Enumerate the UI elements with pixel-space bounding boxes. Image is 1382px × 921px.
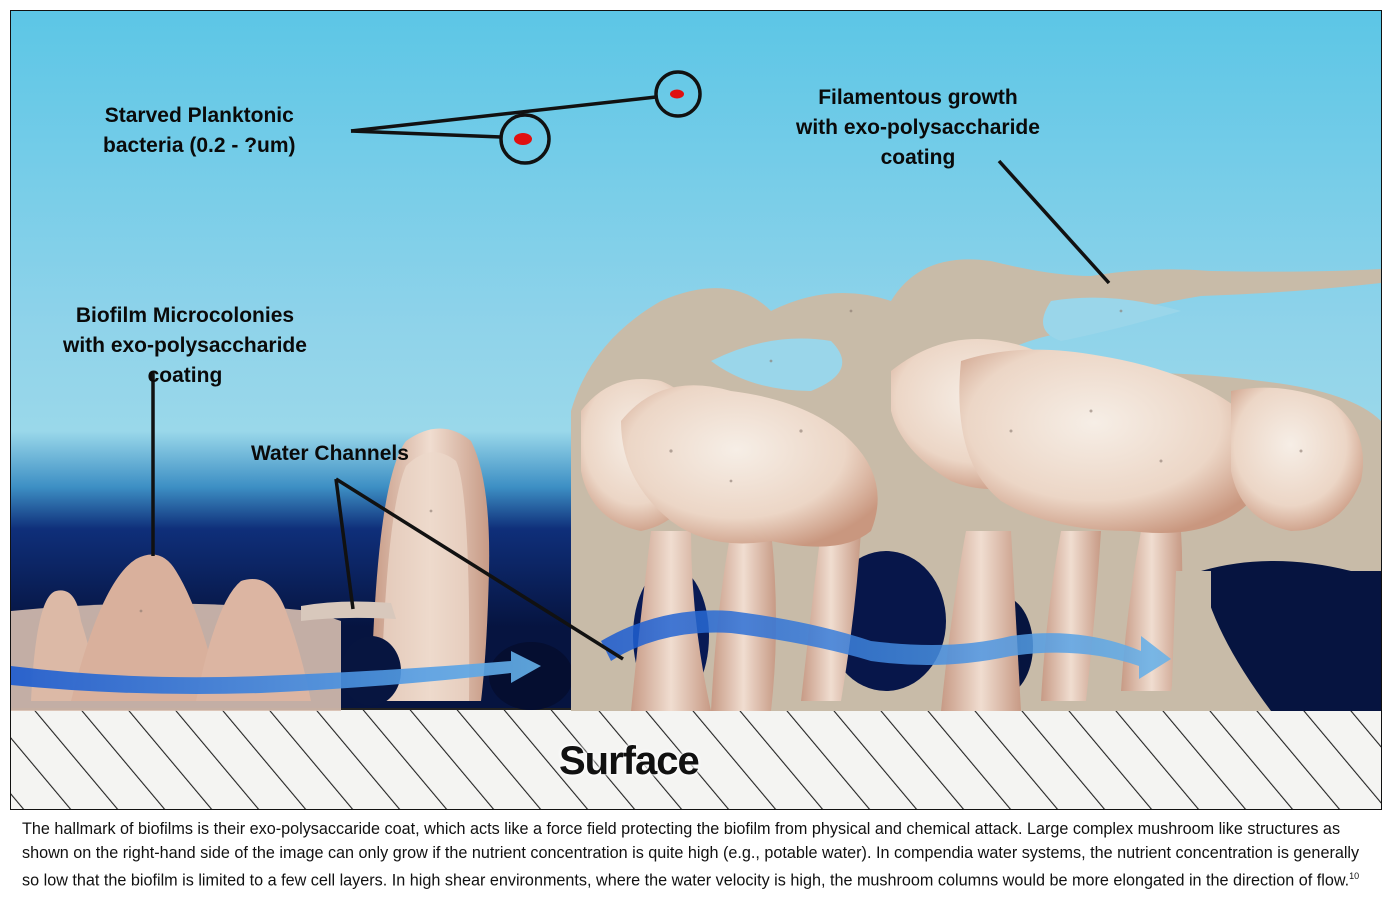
caption-footnote: 10 (1349, 871, 1359, 881)
caption-text: The hallmark of biofilms is their exo-po… (22, 820, 1359, 889)
biofilm-diagram: Starved Planktonic bacteria (0.2 - ?um) … (10, 10, 1382, 810)
figure-caption: The hallmark of biofilms is their exo-po… (22, 818, 1362, 893)
label-line: bacteria (0.2 - ?um) (103, 131, 296, 161)
label-line: Starved Planktonic (103, 101, 296, 131)
label-planktonic-bacteria: Starved Planktonic bacteria (0.2 - ?um) (103, 101, 296, 161)
label-line: Biofilm Microcolonies (63, 301, 307, 331)
label-line: with exo-polysaccharide (796, 113, 1040, 143)
label-line: Water Channels (251, 439, 409, 469)
label-water-channels: Water Channels (251, 439, 409, 469)
label-line: with exo-polysaccharide (63, 331, 307, 361)
label-biofilm-microcolonies: Biofilm Microcolonies with exo-polysacch… (63, 301, 307, 391)
label-filamentous-growth: Filamentous growth with exo-polysacchari… (796, 83, 1040, 173)
label-line: Filamentous growth (796, 83, 1040, 113)
label-surface: Surface (559, 739, 699, 784)
label-line: coating (796, 143, 1040, 173)
label-line: coating (63, 361, 307, 391)
